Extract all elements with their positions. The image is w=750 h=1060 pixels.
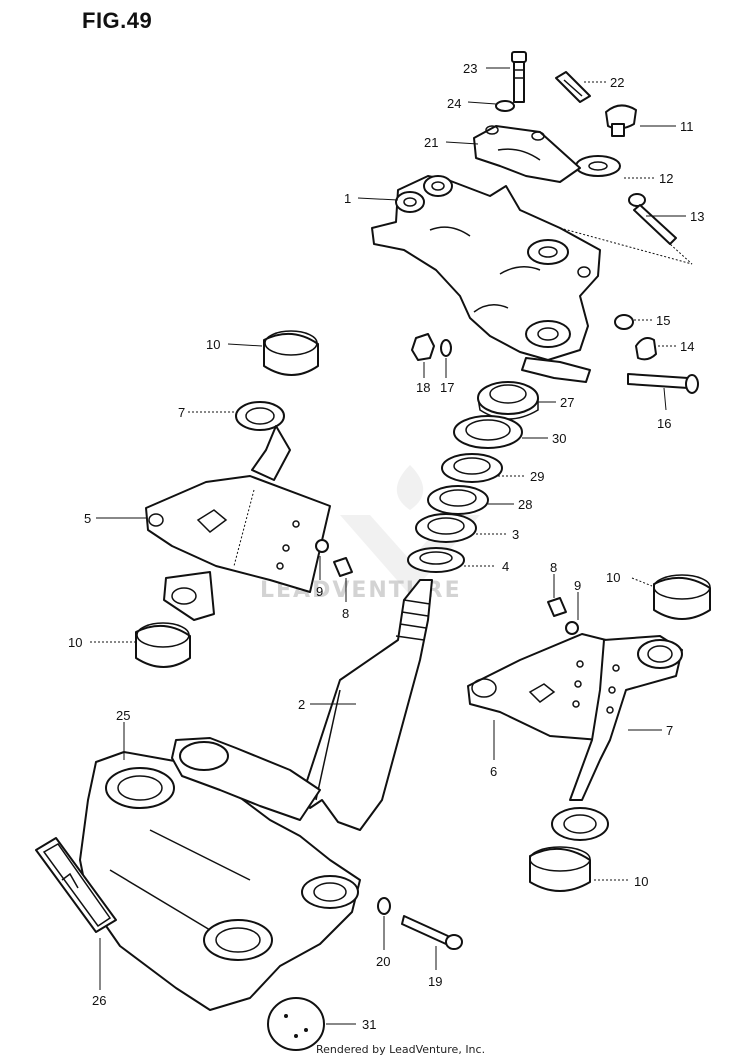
footer-credit: Rendered by LeadVenture, Inc. — [316, 1043, 486, 1056]
callout-7-right: 7 — [666, 723, 673, 738]
callout-10-lower-right: 10 — [634, 874, 648, 889]
part-5-headlight-bracket-left — [145, 475, 331, 621]
callout-10-lower-left: 10 — [68, 635, 82, 650]
callout-17: 17 — [440, 380, 454, 395]
part-16-bolt — [627, 373, 699, 394]
part-23-bolt — [511, 51, 527, 103]
callout-12: 12 — [659, 171, 673, 186]
callout-10-upper-right: 10 — [606, 570, 620, 585]
callout-31: 31 — [362, 1017, 376, 1032]
callout-19: 19 — [428, 974, 442, 989]
callout-23: 23 — [463, 61, 477, 76]
callout-4: 4 — [502, 559, 509, 574]
callout-21: 21 — [424, 135, 438, 150]
part-8-screw-right — [547, 597, 567, 617]
callout-13: 13 — [690, 209, 704, 224]
part-14-nut — [635, 337, 657, 361]
part-9-washer-right — [565, 621, 579, 635]
callout-8-right: 8 — [550, 560, 557, 575]
callout-14: 14 — [680, 339, 694, 354]
part-7-bracket-left — [235, 401, 291, 481]
part-29-bearing — [441, 453, 503, 483]
callout-26: 26 — [92, 993, 106, 1008]
callout-24: 24 — [447, 96, 461, 111]
part-10-rubber-cushion-upper-right — [653, 574, 711, 620]
callout-30: 30 — [552, 431, 566, 446]
part-20-washer — [377, 897, 391, 915]
part-31-cover-cap — [267, 997, 325, 1051]
callout-9-left: 9 — [316, 584, 323, 599]
callout-6: 6 — [490, 764, 497, 779]
part-27-seal — [477, 381, 539, 420]
callout-11: 11 — [680, 119, 694, 134]
part-11-cap-bolt — [605, 104, 637, 137]
callout-18: 18 — [416, 380, 430, 395]
part-10-rubber-cushion-lower-left — [135, 622, 191, 668]
callout-2: 2 — [298, 697, 305, 712]
callout-labels: 23 24 22 11 12 13 21 1 15 14 16 18 17 27… — [68, 61, 704, 1032]
part-24-washer — [495, 100, 515, 112]
part-26-plate — [35, 837, 117, 933]
part-22-label-plate — [555, 71, 591, 103]
part-17-washer — [440, 339, 452, 357]
part-10-rubber-cushion-lower-right — [529, 846, 591, 892]
callout-5: 5 — [84, 511, 91, 526]
part-18-nut — [411, 333, 435, 361]
callout-9-right: 9 — [574, 578, 581, 593]
part-25-lower-bracket — [79, 737, 361, 1011]
figure-title: FIG.49 — [82, 8, 153, 33]
part-28-race — [427, 485, 489, 515]
callout-1: 1 — [344, 191, 351, 206]
callout-28: 28 — [518, 497, 532, 512]
part-10-rubber-cushion-upper-left — [263, 330, 319, 376]
callout-3: 3 — [512, 527, 519, 542]
part-6-headlight-bracket-right — [467, 633, 607, 741]
callout-8-left: 8 — [342, 606, 349, 621]
part-9-washer-left — [315, 539, 329, 553]
part-2-steering-stem — [303, 579, 433, 831]
callout-29: 29 — [530, 469, 544, 484]
callout-16: 16 — [657, 416, 671, 431]
part-12-washer — [575, 155, 621, 177]
part-30-race — [453, 415, 523, 449]
part-13-bolt — [628, 193, 677, 245]
callout-7-left: 7 — [178, 405, 185, 420]
part-19-bolt — [401, 915, 463, 950]
callout-20: 20 — [376, 954, 390, 969]
part-21-handlebar-clamp — [473, 125, 581, 183]
callout-25: 25 — [116, 708, 130, 723]
part-3-bearing — [415, 513, 477, 543]
part-4-seal — [407, 547, 465, 573]
part-1-upper-bracket — [371, 175, 693, 383]
callout-27: 27 — [560, 395, 574, 410]
part-7-bracket-right — [551, 635, 683, 841]
callout-15: 15 — [656, 313, 670, 328]
callout-10-upper-left: 10 — [206, 337, 220, 352]
part-8-screw-left — [333, 557, 353, 577]
leader-lines — [90, 67, 686, 1025]
callout-22: 22 — [610, 75, 624, 90]
part-15-washer — [614, 314, 634, 330]
